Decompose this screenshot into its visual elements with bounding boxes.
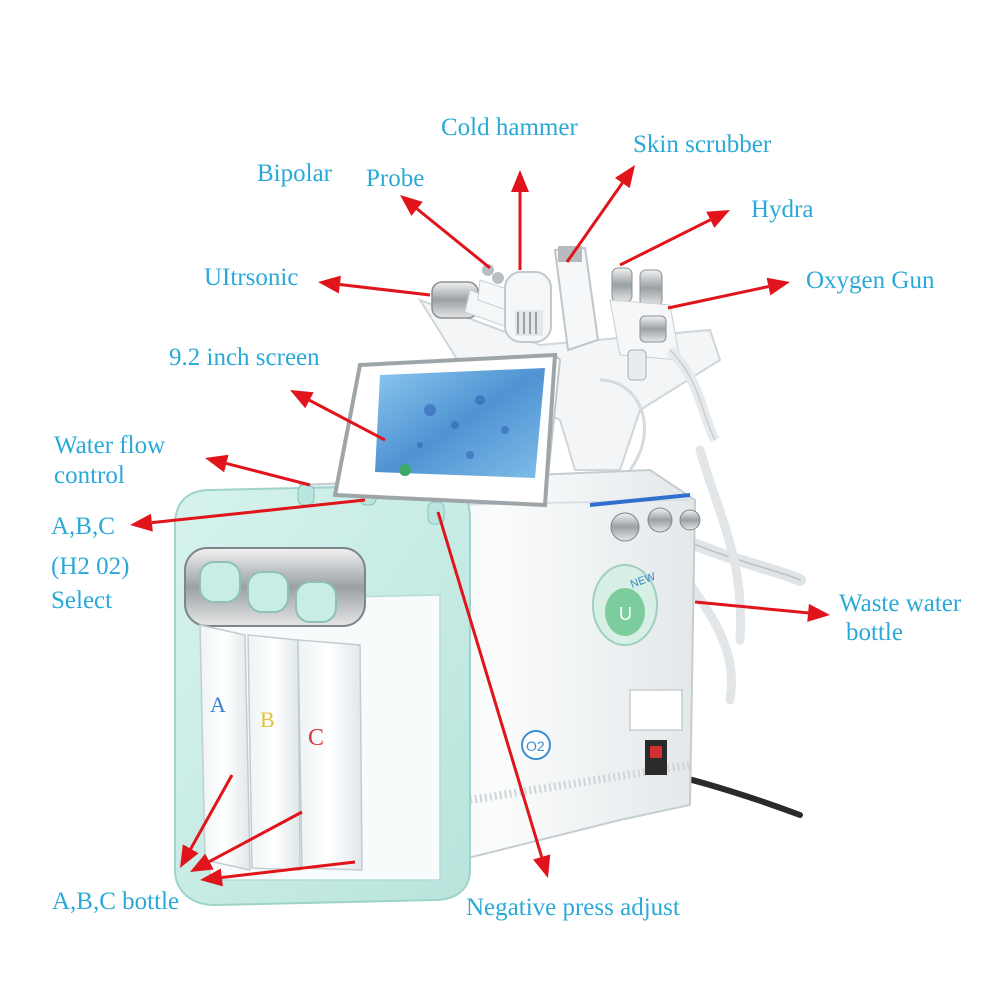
arrow-icon-hydra <box>619 210 730 267</box>
arrow-shaft <box>151 498 366 525</box>
arrow-shaft <box>189 774 234 850</box>
label-water-flow-line2: control <box>54 462 125 489</box>
label-cold-hammer: Cold hammer <box>441 114 578 141</box>
arrow-head <box>615 165 635 189</box>
label-oxygen-gun: Oxygen Gun <box>806 267 935 294</box>
arrow-icon-cold-hammer <box>511 170 529 270</box>
arrow-icon-skin-scrubber <box>565 165 635 263</box>
arrow-shaft <box>667 285 769 310</box>
arrow-head <box>205 454 229 473</box>
arrow-icon-abc-select <box>130 498 366 532</box>
arrow-shaft <box>694 600 809 615</box>
arrow-icon-probe <box>400 195 491 270</box>
arrow-head <box>511 170 529 192</box>
arrow-shaft <box>339 283 431 297</box>
arrow-shaft <box>208 810 303 863</box>
label-abc-select-line1: A,B,C <box>51 513 115 540</box>
arrow-icon-abc-bottle-1 <box>180 774 234 868</box>
label-waste-water-line2: bottle <box>846 619 903 646</box>
arrow-head <box>180 844 199 868</box>
label-probe: Probe <box>366 165 425 192</box>
arrow-head <box>190 853 214 872</box>
arrow-head <box>807 603 830 622</box>
label-water-flow-line1: Water flow <box>54 432 166 459</box>
arrow-shaft <box>308 398 386 442</box>
arrow-icon-waste-water <box>694 600 830 622</box>
arrow-icon-abc-bottle-2 <box>190 810 303 872</box>
handpieces <box>431 246 720 443</box>
o2-mark: O2 <box>526 738 545 754</box>
label-abc-bottle: A,B,C bottle <box>52 888 180 915</box>
label-abc-select-line3: Select <box>51 587 113 614</box>
arrow-shaft <box>565 182 624 263</box>
arrow-icon-ultrasonic <box>318 275 431 297</box>
arrow-shaft <box>225 462 311 487</box>
arrow-shaft <box>436 511 544 858</box>
arrow-head <box>290 390 314 409</box>
arrow-shaft <box>221 860 356 879</box>
label-waste-water-line1: Waste water <box>839 590 962 617</box>
arrow-icon-oxygen-gun <box>667 277 790 310</box>
label-hydra: Hydra <box>751 196 814 223</box>
bottle-c-mark: C <box>308 725 324 751</box>
arrow-icon-negative-press <box>436 511 551 878</box>
label-negative-press: Negative press adjust <box>466 894 680 921</box>
label-screen: 9.2 inch screen <box>169 344 320 371</box>
arrow-shaft <box>619 218 711 267</box>
arrow-shaft <box>416 207 491 270</box>
label-skin-scrubber: Skin scrubber <box>633 131 772 158</box>
arrow-head <box>130 513 153 532</box>
arrow-head <box>706 210 730 228</box>
arrow-icon-water-flow <box>205 454 311 487</box>
label-ultrasonic: UItrsonic <box>204 264 299 291</box>
front-panel: A B C <box>174 483 471 907</box>
arrow-head <box>766 277 790 296</box>
label-bipolar: Bipolar <box>257 160 332 187</box>
touch-screen <box>332 352 562 508</box>
arrow-icon-abc-bottle-3 <box>200 860 356 887</box>
badge-letter: U <box>619 604 632 624</box>
arrow-head <box>318 275 341 294</box>
label-abc-select-line2: (H2 02) <box>51 553 130 580</box>
bottle-b-mark: B <box>260 707 275 732</box>
arrow-head <box>200 868 223 887</box>
arrow-head <box>533 854 551 878</box>
arrow-icon-screen <box>290 390 386 442</box>
bottle-a-mark: A <box>210 692 226 717</box>
arrow-head <box>400 195 423 216</box>
